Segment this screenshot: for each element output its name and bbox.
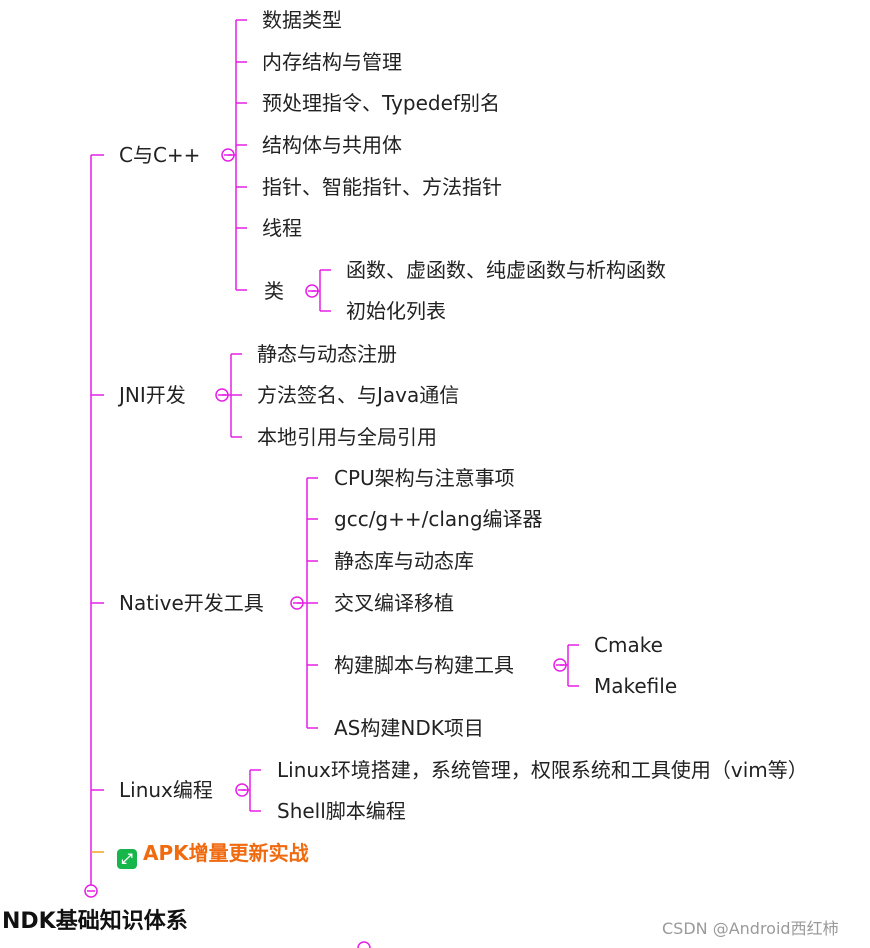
leaf-method-signature[interactable]: 方法签名、与Java通信 [257, 383, 460, 407]
branch-c-cpp[interactable]: C与C++ [119, 143, 201, 167]
leaf-preprocessor[interactable]: 预处理指令、Typedef别名 [262, 91, 500, 115]
leaf-init-list[interactable]: 初始化列表 [346, 299, 446, 323]
leaf-linux-env[interactable]: Linux环境搭建，系统管理，权限系统和工具使用（vim等） [277, 758, 808, 782]
leaf-pointers[interactable]: 指针、智能指针、方法指针 [262, 175, 502, 199]
leaf-cpu-arch[interactable]: CPU架构与注意事项 [334, 466, 515, 490]
resize-arrows-icon: ⤢ [117, 849, 137, 869]
branch-linux[interactable]: Linux编程 [119, 778, 213, 802]
leaf-functions[interactable]: 函数、虚函数、纯虚函数与析构函数 [346, 258, 666, 282]
leaf-references[interactable]: 本地引用与全局引用 [257, 425, 437, 449]
leaf-makefile[interactable]: Makefile [594, 674, 678, 698]
branch-native-tools[interactable]: Native开发工具 [119, 591, 264, 615]
leaf-cmake[interactable]: Cmake [594, 633, 663, 657]
node-class[interactable]: 类 [264, 279, 284, 303]
node-build-tools[interactable]: 构建脚本与构建工具 [334, 653, 514, 677]
leaf-cross-compile[interactable]: 交叉编译移植 [334, 591, 454, 615]
watermark: CSDN @Android西红柿 [662, 919, 839, 938]
branch-jni[interactable]: JNI开发 [119, 383, 186, 407]
leaf-data-types[interactable]: 数据类型 [262, 8, 342, 32]
leaf-as-ndk-project[interactable]: AS构建NDK项目 [334, 716, 484, 740]
apk-label: APK增量更新实战 [143, 841, 309, 865]
leaf-memory[interactable]: 内存结构与管理 [262, 50, 402, 74]
leaf-shell[interactable]: Shell脚本编程 [277, 799, 406, 823]
root-node[interactable]: NDK基础知识体系 [2, 909, 188, 934]
leaf-threads[interactable]: 线程 [262, 216, 302, 240]
leaf-compilers[interactable]: gcc/g++/clang编译器 [334, 507, 543, 531]
leaf-struct-union[interactable]: 结构体与共用体 [262, 133, 402, 157]
leaf-registration[interactable]: 静态与动态注册 [257, 342, 397, 366]
leaf-libraries[interactable]: 静态库与动态库 [334, 549, 474, 573]
branch-apk[interactable]: ⤢ APK增量更新实战 [117, 841, 309, 869]
